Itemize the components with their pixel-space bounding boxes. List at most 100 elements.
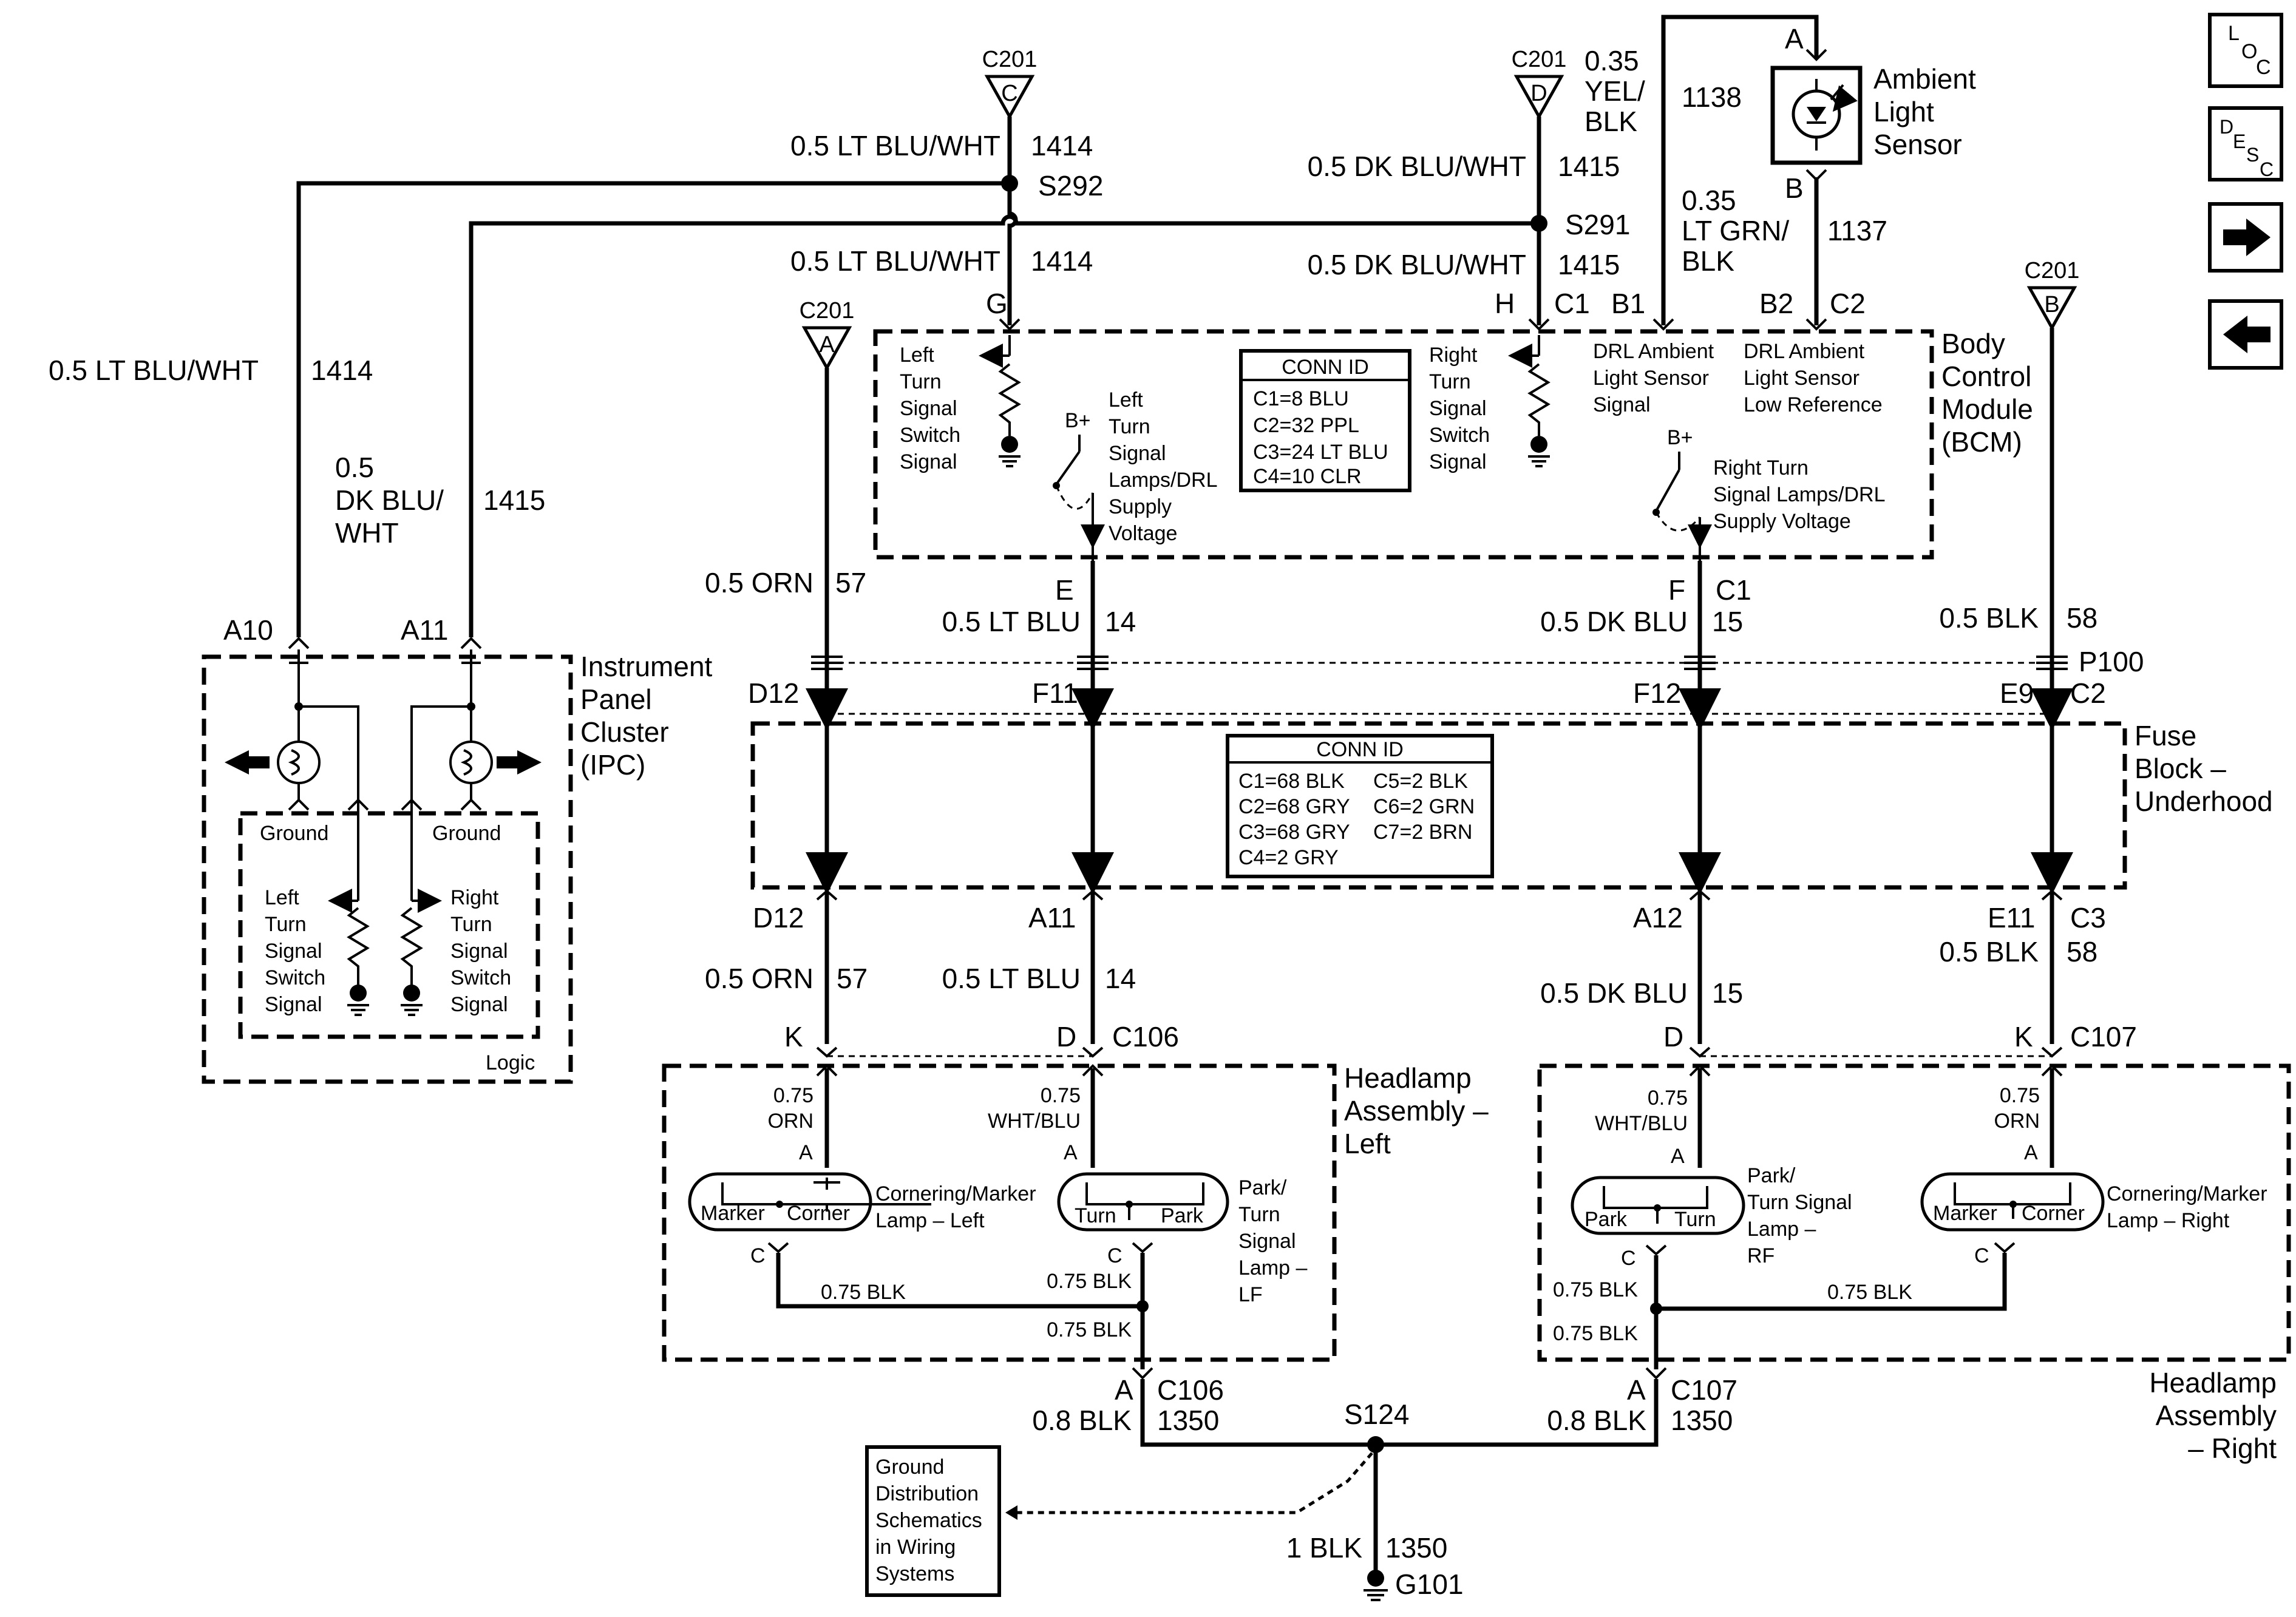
svg-text:C3: C3 xyxy=(2070,902,2106,934)
svg-text:C: C xyxy=(750,1244,766,1267)
svg-text:0.5 LT BLU/WHT: 0.5 LT BLU/WHT xyxy=(790,245,1000,277)
svg-text:C4=10 CLR: C4=10 CLR xyxy=(1253,465,1362,488)
svg-text:in Wiring: in Wiring xyxy=(875,1536,956,1559)
svg-text:Signal: Signal xyxy=(1109,442,1166,465)
svg-text:Park/: Park/ xyxy=(1747,1164,1796,1187)
svg-text:Switch: Switch xyxy=(1429,424,1490,447)
svg-text:(BCM): (BCM) xyxy=(1941,426,2022,458)
ground-g101-icon xyxy=(1364,1589,1388,1601)
right-cornering-marker-lamp-icon xyxy=(1920,1172,2105,1232)
p100-connector: P100 D12 F11 F12 E9 C2 xyxy=(748,646,2144,716)
bcm-module: G H C1 B1 B2 C2 Body Control Module (BCM… xyxy=(873,288,2033,561)
svg-text:CONN ID: CONN ID xyxy=(1316,738,1404,761)
back-button[interactable] xyxy=(2208,299,2283,370)
svg-text:C2: C2 xyxy=(2070,677,2106,709)
svg-text:0.8 BLK: 0.8 BLK xyxy=(1547,1405,1646,1436)
svg-text:Lamp – Left: Lamp – Left xyxy=(875,1209,985,1232)
svg-text:A: A xyxy=(1785,23,1804,55)
svg-text:0.35: 0.35 xyxy=(1584,45,1639,76)
svg-text:A: A xyxy=(799,1141,813,1164)
svg-text:Park: Park xyxy=(1584,1208,1628,1231)
svg-text:C3=24 LT BLU: C3=24 LT BLU xyxy=(1253,441,1388,464)
svg-text:1350: 1350 xyxy=(1385,1532,1447,1564)
svg-text:Switch: Switch xyxy=(265,966,325,989)
svg-text:C1: C1 xyxy=(1716,574,1751,606)
svg-text:C5=2 BLK: C5=2 BLK xyxy=(1373,770,1468,793)
svg-text:YEL/: YEL/ xyxy=(1584,75,1645,107)
svg-text:0.5 LT BLU: 0.5 LT BLU xyxy=(942,963,1081,994)
left-park-turn-lamp-icon xyxy=(1057,1172,1229,1232)
svg-text:Switch: Switch xyxy=(900,424,960,447)
svg-text:15: 15 xyxy=(1712,977,1743,1009)
svg-text:0.75 BLK: 0.75 BLK xyxy=(821,1281,906,1304)
svg-text:Left: Left xyxy=(1344,1128,1391,1159)
left-cornering-marker-lamp-icon xyxy=(688,1172,931,1232)
svg-text:DK BLU/: DK BLU/ xyxy=(335,484,444,516)
resistor-icon xyxy=(998,363,1021,436)
svg-text:Fuse: Fuse xyxy=(2135,720,2196,751)
bcm-conn-id-table: CONN ID C1=8 BLU C2=32 PPL C3=24 LT BLU … xyxy=(1239,349,1411,492)
svg-text:C106: C106 xyxy=(1157,1374,1224,1406)
svg-text:RF: RF xyxy=(1747,1244,1775,1267)
forward-button[interactable] xyxy=(2208,202,2283,273)
svg-text:LT GRN/: LT GRN/ xyxy=(1682,215,1789,246)
svg-text:1414: 1414 xyxy=(1031,130,1093,161)
c201-b-connector: C201 B xyxy=(2025,258,2080,331)
ground-icon xyxy=(999,455,1021,467)
svg-text:G: G xyxy=(986,288,1008,319)
desc-nav-button[interactable]: D E S C xyxy=(2208,106,2283,181)
svg-text:58: 58 xyxy=(2067,602,2097,634)
svg-text:B: B xyxy=(2044,292,2059,317)
svg-text:Ambient: Ambient xyxy=(1873,63,1976,95)
right-arrow-icon xyxy=(2223,219,2271,256)
svg-text:C1=68 BLK: C1=68 BLK xyxy=(1238,770,1345,793)
ambient-light-sensor: A B Ambient Light Sensor xyxy=(1770,23,1976,204)
svg-text:Corner: Corner xyxy=(2022,1202,2085,1225)
loc-nav-button[interactable]: L O C xyxy=(2208,13,2283,88)
svg-text:Supply Voltage: Supply Voltage xyxy=(1713,510,1851,533)
svg-text:0.75: 0.75 xyxy=(1041,1084,1081,1107)
svg-text:0.5 LT BLU: 0.5 LT BLU xyxy=(942,606,1081,637)
right-arrow-indicator-icon xyxy=(497,750,542,775)
svg-text:DRL Ambient: DRL Ambient xyxy=(1744,340,1865,363)
svg-text:Right Turn: Right Turn xyxy=(1713,456,1809,480)
svg-text:A11: A11 xyxy=(401,614,448,646)
svg-text:Schematics: Schematics xyxy=(875,1509,982,1532)
svg-text:Block –: Block – xyxy=(2135,753,2226,784)
svg-text:S292: S292 xyxy=(1038,170,1103,202)
svg-text:A: A xyxy=(1064,1141,1078,1164)
svg-text:S: S xyxy=(2246,144,2259,166)
left-arrow-icon xyxy=(2223,316,2271,353)
svg-text:C2: C2 xyxy=(1830,288,1866,319)
c201-c-connector: C201 C xyxy=(982,47,1037,120)
svg-text:Turn: Turn xyxy=(1429,370,1471,393)
svg-text:A10: A10 xyxy=(223,614,273,646)
svg-text:1 BLK: 1 BLK xyxy=(1286,1532,1363,1564)
svg-text:C: C xyxy=(1001,81,1017,106)
svg-text:Cornering/Marker: Cornering/Marker xyxy=(875,1182,1036,1205)
svg-text:Cornering/Marker: Cornering/Marker xyxy=(2107,1182,2267,1205)
svg-text:BLK: BLK xyxy=(1682,245,1734,277)
svg-text:Left: Left xyxy=(900,344,934,367)
ground-distribution-link[interactable]: Ground Distribution Schematics in Wiring… xyxy=(865,1445,1001,1597)
svg-text:0.5 DK BLU: 0.5 DK BLU xyxy=(1540,606,1688,637)
svg-text:Control: Control xyxy=(1941,361,2031,392)
left-arrow-indicator-icon xyxy=(225,750,270,775)
svg-text:E9: E9 xyxy=(2000,677,2034,709)
svg-text:Cluster: Cluster xyxy=(580,716,669,748)
svg-text:E11: E11 xyxy=(1988,902,2035,934)
svg-text:C201: C201 xyxy=(1512,47,1567,72)
svg-text:D12: D12 xyxy=(748,677,799,709)
svg-text:1350: 1350 xyxy=(1157,1405,1219,1436)
right-turn-indicator-icon xyxy=(449,741,493,784)
svg-text:Turn: Turn xyxy=(1238,1203,1280,1226)
svg-text:Panel: Panel xyxy=(580,683,652,715)
svg-text:Turn: Turn xyxy=(265,913,307,936)
svg-text:E: E xyxy=(1055,574,1074,606)
svg-text:Underhood: Underhood xyxy=(2135,785,2273,817)
svg-text:C201: C201 xyxy=(2025,258,2080,283)
svg-text:D: D xyxy=(1056,1021,1076,1053)
instrument-panel-cluster: A10 A11 Instrument Panel Cluster (IPC) G… xyxy=(202,614,713,1084)
svg-text:0.75: 0.75 xyxy=(2000,1084,2040,1107)
svg-text:WHT: WHT xyxy=(335,517,399,549)
